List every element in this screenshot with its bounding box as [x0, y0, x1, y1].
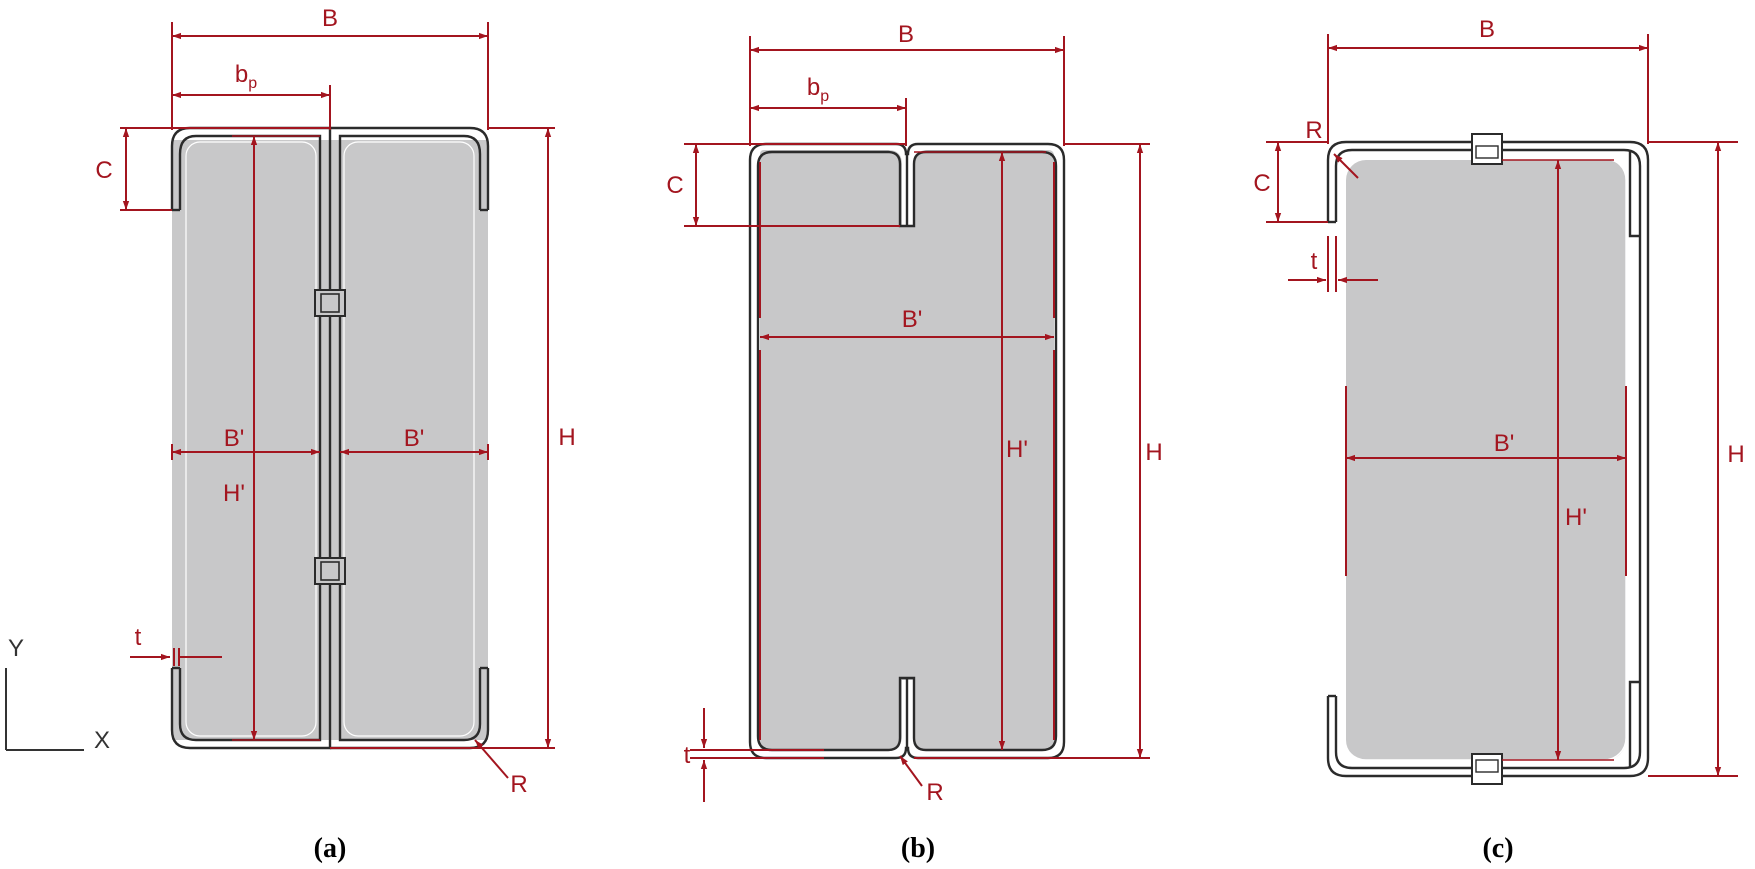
panel-b-label-R: R [926, 779, 943, 806]
panel-b-fill [760, 150, 1054, 750]
panel-b-label-C: C [666, 172, 683, 199]
panel-b-labels: B bp C B' H' H t R [666, 21, 1162, 806]
panel-a-label-t: t [135, 624, 142, 651]
panel-a-label-C: C [95, 157, 112, 184]
panel-a-label-bp: bp [235, 61, 257, 92]
panel-b-label-bp: bp [807, 74, 829, 105]
axis-label-y: Y [8, 635, 24, 662]
axis-indicator: Y X [5, 635, 110, 754]
panel-a-label-B: B [322, 5, 338, 32]
panel-b-label-H-prime: H' [1006, 436, 1028, 463]
panel-a-caption: (a) [314, 833, 347, 864]
panel-c-labels: B R C t B' H' H [1253, 16, 1744, 531]
panel-a: B bp C B' B' H' H t R Y X (a) [5, 5, 576, 864]
panel-a-dimensions [120, 22, 555, 779]
panel-c-label-B: B [1479, 16, 1495, 43]
panel-a-label-B-prime-left: B' [224, 425, 245, 452]
panel-b-dimensions [684, 36, 1150, 802]
panel-b-caption: (b) [901, 833, 935, 864]
panel-a-label-H-prime: H' [223, 480, 245, 507]
panel-c-label-B-prime: B' [1494, 430, 1515, 457]
panel-a-label-H: H [558, 424, 575, 451]
panel-b-section [748, 142, 1066, 760]
panel-c-label-R: R [1305, 117, 1322, 144]
panel-c-caption: (c) [1482, 833, 1513, 864]
panel-b: B bp C B' H' H t R (b) [666, 21, 1162, 864]
panel-c-label-C: C [1253, 170, 1270, 197]
panel-a-label-R: R [510, 771, 527, 798]
panel-c-label-t: t [1311, 248, 1318, 275]
panel-c-label-H: H [1727, 441, 1744, 468]
axis-label-x: X [94, 727, 110, 754]
panel-b-label-B-prime: B' [902, 306, 923, 333]
panel-a-label-B-prime-right: B' [404, 425, 425, 452]
panel-a-labels: B bp C B' B' H' H t R [95, 5, 575, 798]
panel-b-label-B: B [898, 21, 914, 48]
panel-b-label-t: t [684, 742, 691, 769]
panel-c-label-H-prime: H' [1565, 504, 1587, 531]
panel-c: B R C t B' H' H (c) [1253, 16, 1744, 864]
panel-b-label-H: H [1145, 439, 1162, 466]
panel-c-dimensions [1266, 34, 1738, 777]
panel-c-fill [1346, 160, 1626, 760]
